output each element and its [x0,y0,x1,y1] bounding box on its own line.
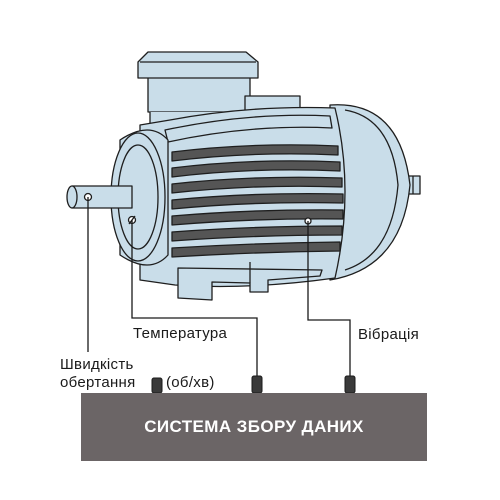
temperature-wire [131,220,258,377]
data-acquisition-system-label: СИСТЕМА ЗБОРУ ДАНИХ [144,417,364,436]
rotation-speed-label-line1: Швидкість [60,356,134,373]
signal-wires [87,197,351,393]
drive-shaft [71,185,133,209]
vibration-connector [344,375,356,394]
electric-motor [66,51,421,301]
temperature-label: Температура [133,325,228,342]
rotation-speed-label: Швидкість обертання [60,356,136,392]
data-acquisition-system-box: СИСТЕМА ЗБОРУ ДАНИХ [81,393,427,461]
cooling-fins [171,144,344,258]
vibration-label: Вібрація [358,326,420,343]
vibration-wire [307,221,351,377]
rotation-speed-unit: (об/хв) [166,374,215,391]
rotation-speed-label-line2: обертання [60,374,136,391]
motor-feet [177,267,323,301]
speed-connector [151,377,163,394]
temperature-connector [251,375,263,394]
